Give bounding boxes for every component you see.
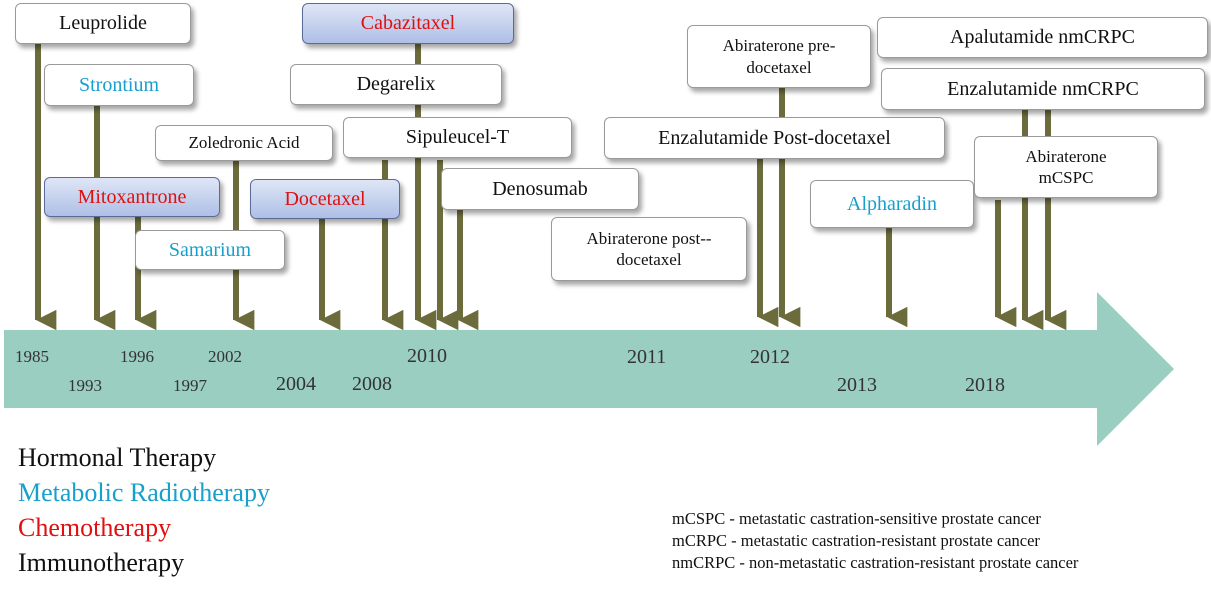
box-alpharadin: Alpharadin (810, 180, 974, 228)
year-label-1985: 1985 (15, 347, 49, 366)
legend-hormonal-therapy: Hormonal Therapy (18, 443, 217, 472)
box-denosumab: Denosumab (441, 168, 639, 210)
box-sipuleucel-t: Sipuleucel-T (343, 117, 572, 158)
label-enzalutamide-nmcrpc: Enzalutamide nmCRPC (947, 77, 1139, 100)
label-abiraterone-post-docetaxel: Abiraterone post--docetaxel (586, 228, 712, 269)
label-alpharadin: Alpharadin (847, 192, 937, 215)
legend-immunotherapy: Immunotherapy (18, 548, 185, 577)
label-enzalutamide-post-docetaxel: Enzalutamide Post-docetaxel (658, 126, 891, 149)
year-label-2002: 2002 (208, 347, 242, 366)
box-enzalutamide-nmcrpc: Enzalutamide nmCRPC (881, 68, 1205, 110)
timeline-arrow (4, 292, 1174, 446)
label-abiraterone-mcspc: Abiraterone mCSPC (1025, 146, 1107, 187)
label-leuprolide: Leuprolide (59, 12, 147, 34)
abbreviation-mcspc: mCSPC - metastatic castration-sensitive … (672, 509, 1041, 528)
label-strontium: Strontium (78, 73, 159, 96)
label-cabazitaxel: Cabazitaxel (360, 12, 456, 34)
label-docetaxel: Docetaxel (284, 187, 366, 210)
label-mitoxantrone: Mitoxantrone (77, 185, 187, 208)
abbreviation-nmcrpc: nmCRPC - non-metastatic castration-resis… (672, 553, 1079, 572)
box-apalutamide-nmcrpc: Apalutamide nmCRPC (877, 17, 1208, 58)
year-label-2004: 2004 (276, 373, 316, 395)
year-label-2018: 2018 (965, 374, 1005, 396)
legend: Hormonal Therapy Metabolic Radiotherapy … (18, 440, 270, 580)
abbreviations: mCSPC - metastatic castration-sensitive … (672, 508, 1078, 574)
year-label-2013: 2013 (837, 374, 877, 396)
legend-metabolic-radiotherapy: Metabolic Radiotherapy (18, 478, 270, 507)
box-zoledronic-acid: Zoledronic Acid (155, 125, 333, 161)
year-label-1993: 1993 (68, 376, 102, 395)
year-label-1996: 1996 (120, 347, 154, 366)
year-label-1997: 1997 (173, 376, 207, 395)
label-denosumab: Denosumab (492, 177, 588, 200)
box-strontium: Strontium (44, 64, 194, 106)
abbreviation-mcrpc: mCRPC - metastatic castration-resistant … (672, 531, 1040, 550)
box-samarium: Samarium (135, 230, 285, 270)
label-apalutamide-nmcrpc: Apalutamide nmCRPC (950, 26, 1135, 48)
year-label-2012: 2012 (750, 346, 790, 368)
box-mitoxantrone: Mitoxantrone (44, 177, 220, 217)
label-samarium: Samarium (168, 238, 252, 261)
box-leuprolide: Leuprolide (15, 3, 191, 44)
label-zoledronic-acid: Zoledronic Acid (188, 133, 300, 153)
year-label-2008: 2008 (352, 373, 392, 395)
box-enzalutamide-post-docetaxel: Enzalutamide Post-docetaxel (604, 117, 945, 159)
box-abiraterone-mcspc: Abiraterone mCSPC (974, 136, 1158, 198)
label-abiraterone-pre-docetaxel: Abiraterone pre-docetaxel (722, 36, 836, 77)
box-docetaxel: Docetaxel (250, 179, 400, 219)
year-label-2010: 2010 (407, 345, 447, 367)
year-label-2011: 2011 (627, 346, 667, 368)
legend-chemotherapy: Chemotherapy (18, 513, 172, 542)
label-sipuleucel-t: Sipuleucel-T (405, 126, 510, 148)
box-abiraterone-pre-docetaxel: Abiraterone pre-docetaxel (687, 25, 871, 88)
label-degarelix: Degarelix (356, 73, 436, 95)
box-cabazitaxel: Cabazitaxel (302, 3, 514, 44)
box-abiraterone-post-docetaxel: Abiraterone post--docetaxel (551, 217, 747, 281)
box-degarelix: Degarelix (290, 64, 502, 105)
